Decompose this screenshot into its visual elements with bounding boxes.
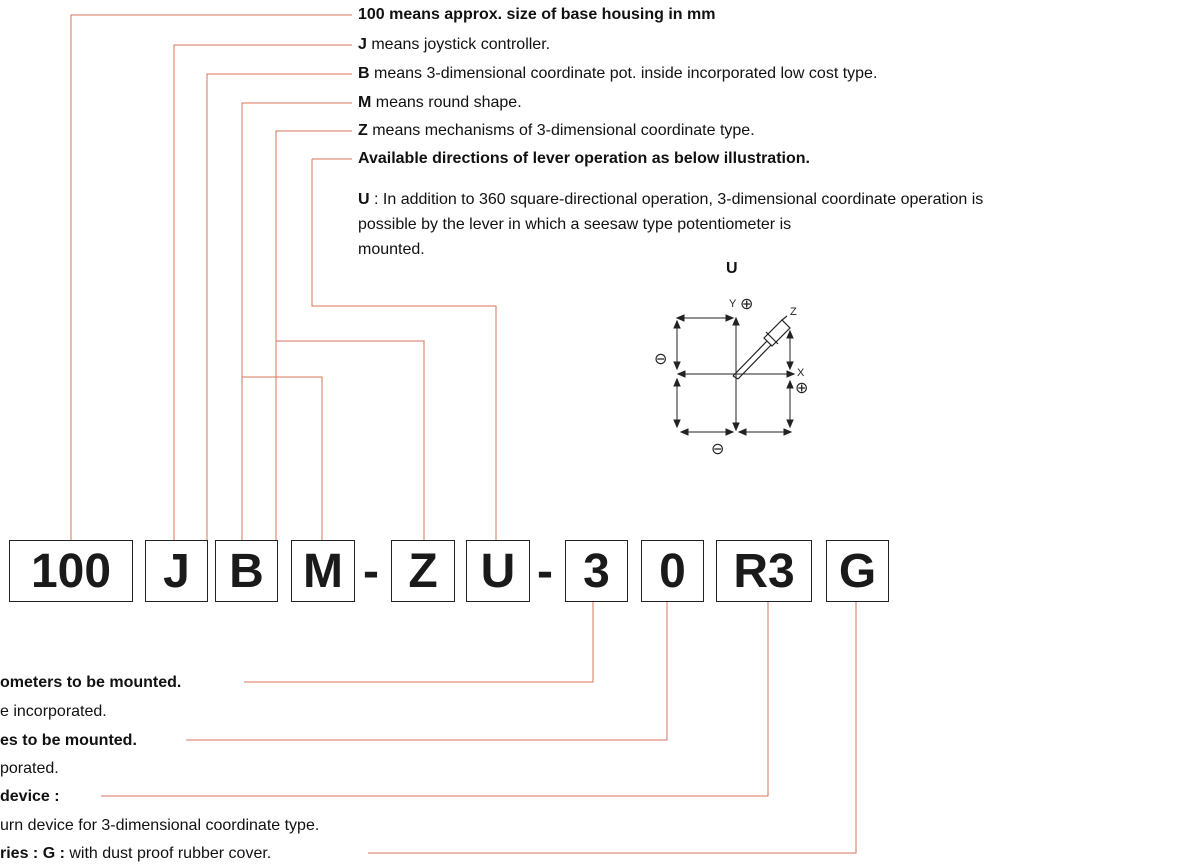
note-100-key: 100 means approx. size of base housing i… xyxy=(358,6,716,23)
diagram-label-z: Z xyxy=(790,306,797,318)
leader-Z xyxy=(275,130,352,540)
bottom-note-1: ometers to be mounted. xyxy=(0,673,181,693)
bottom-note-7-key: ries : G : xyxy=(0,845,65,862)
code-box-J: J xyxy=(145,540,208,602)
bottom-note-4: porated. xyxy=(0,760,59,777)
leader-Z-mid xyxy=(276,340,425,540)
code-box-100: 100 xyxy=(9,540,133,602)
direction-diagram xyxy=(673,314,796,436)
u-description-line3: mounted. xyxy=(358,241,425,258)
bottom-note-3-text: es to be mounted. xyxy=(0,732,137,749)
note-B-rest: means 3-dimensional coordinate pot. insi… xyxy=(369,65,878,82)
note-Z-rest: means mechanisms of 3-dimensional coordi… xyxy=(367,122,755,139)
leader-G xyxy=(368,602,857,854)
code-box-B: B xyxy=(215,540,278,602)
leader-0 xyxy=(186,602,668,741)
diagram-label-x: X xyxy=(797,367,805,379)
note-M-rest: means round shape. xyxy=(371,94,522,111)
bottom-note-7: ries : G : with dust proof rubber cover. xyxy=(0,844,271,864)
bottom-note-5-text: device : xyxy=(0,788,60,805)
note-J-key: J xyxy=(358,36,367,53)
note-M-key: M xyxy=(358,94,372,111)
bottom-note-3: es to be mounted. xyxy=(0,731,137,751)
code-dash-1: - xyxy=(363,544,379,598)
note-Z-key: Z xyxy=(358,122,368,139)
bottom-note-6: urn device for 3-dimensional coordinate … xyxy=(0,817,320,834)
code-box-M: M xyxy=(291,540,355,602)
code-box-R3: R3 xyxy=(716,540,812,602)
code-box-Z: Z xyxy=(391,540,455,602)
bottom-note-7-rest: with dust proof rubber cover. xyxy=(64,845,272,862)
code-dash-2: - xyxy=(537,544,553,598)
code-box-3: 3 xyxy=(565,540,628,602)
bottom-note-2: e incorporated. xyxy=(0,703,107,720)
note-M: M means round shape. xyxy=(358,93,522,113)
u-description-line2: possible by the lever in which a seesaw … xyxy=(358,216,792,233)
bottom-note-5: device : xyxy=(0,787,60,807)
u-description-key: U xyxy=(358,191,370,208)
u-description: U : In addition to 360 square-directiona… xyxy=(358,187,1188,262)
note-B-key: B xyxy=(358,65,370,82)
diagram-title: U xyxy=(726,260,738,277)
leader-M xyxy=(241,102,352,540)
diagram-plus-y: ⊕ xyxy=(740,296,754,313)
leader-dir xyxy=(311,159,497,540)
leader-J xyxy=(173,44,352,540)
note-directions-key: Available directions of lever operation … xyxy=(358,150,810,167)
leader-B xyxy=(206,73,352,540)
leader-3 xyxy=(244,602,594,683)
diagram-minus-bottom: ⊖ xyxy=(711,441,725,458)
diagram-plus-x: ⊕ xyxy=(795,380,809,397)
note-J-rest: means joystick controller. xyxy=(366,36,551,53)
note-directions: Available directions of lever operation … xyxy=(358,149,810,169)
code-box-G: G xyxy=(826,540,889,602)
note-B: B means 3-dimensional coordinate pot. in… xyxy=(358,64,877,84)
diagram-minus-left: ⊖ xyxy=(654,351,668,368)
note-100: 100 means approx. size of base housing i… xyxy=(358,5,715,25)
diagram-label-y: Y xyxy=(729,298,737,310)
u-description-line1: U : In addition to 360 square-directiona… xyxy=(358,187,1188,212)
leader-R3 xyxy=(101,602,769,797)
leader-M-mid xyxy=(242,376,323,540)
leader-100 xyxy=(70,14,352,540)
note-J: J means joystick controller. xyxy=(358,35,550,55)
bottom-note-1-text: ometers to be mounted. xyxy=(0,674,182,691)
u-description-line1-text: : In addition to 360 square-directional … xyxy=(369,191,984,208)
note-Z: Z means mechanisms of 3-dimensional coor… xyxy=(358,121,755,141)
code-box-0: 0 xyxy=(641,540,704,602)
code-box-U: U xyxy=(466,540,530,602)
